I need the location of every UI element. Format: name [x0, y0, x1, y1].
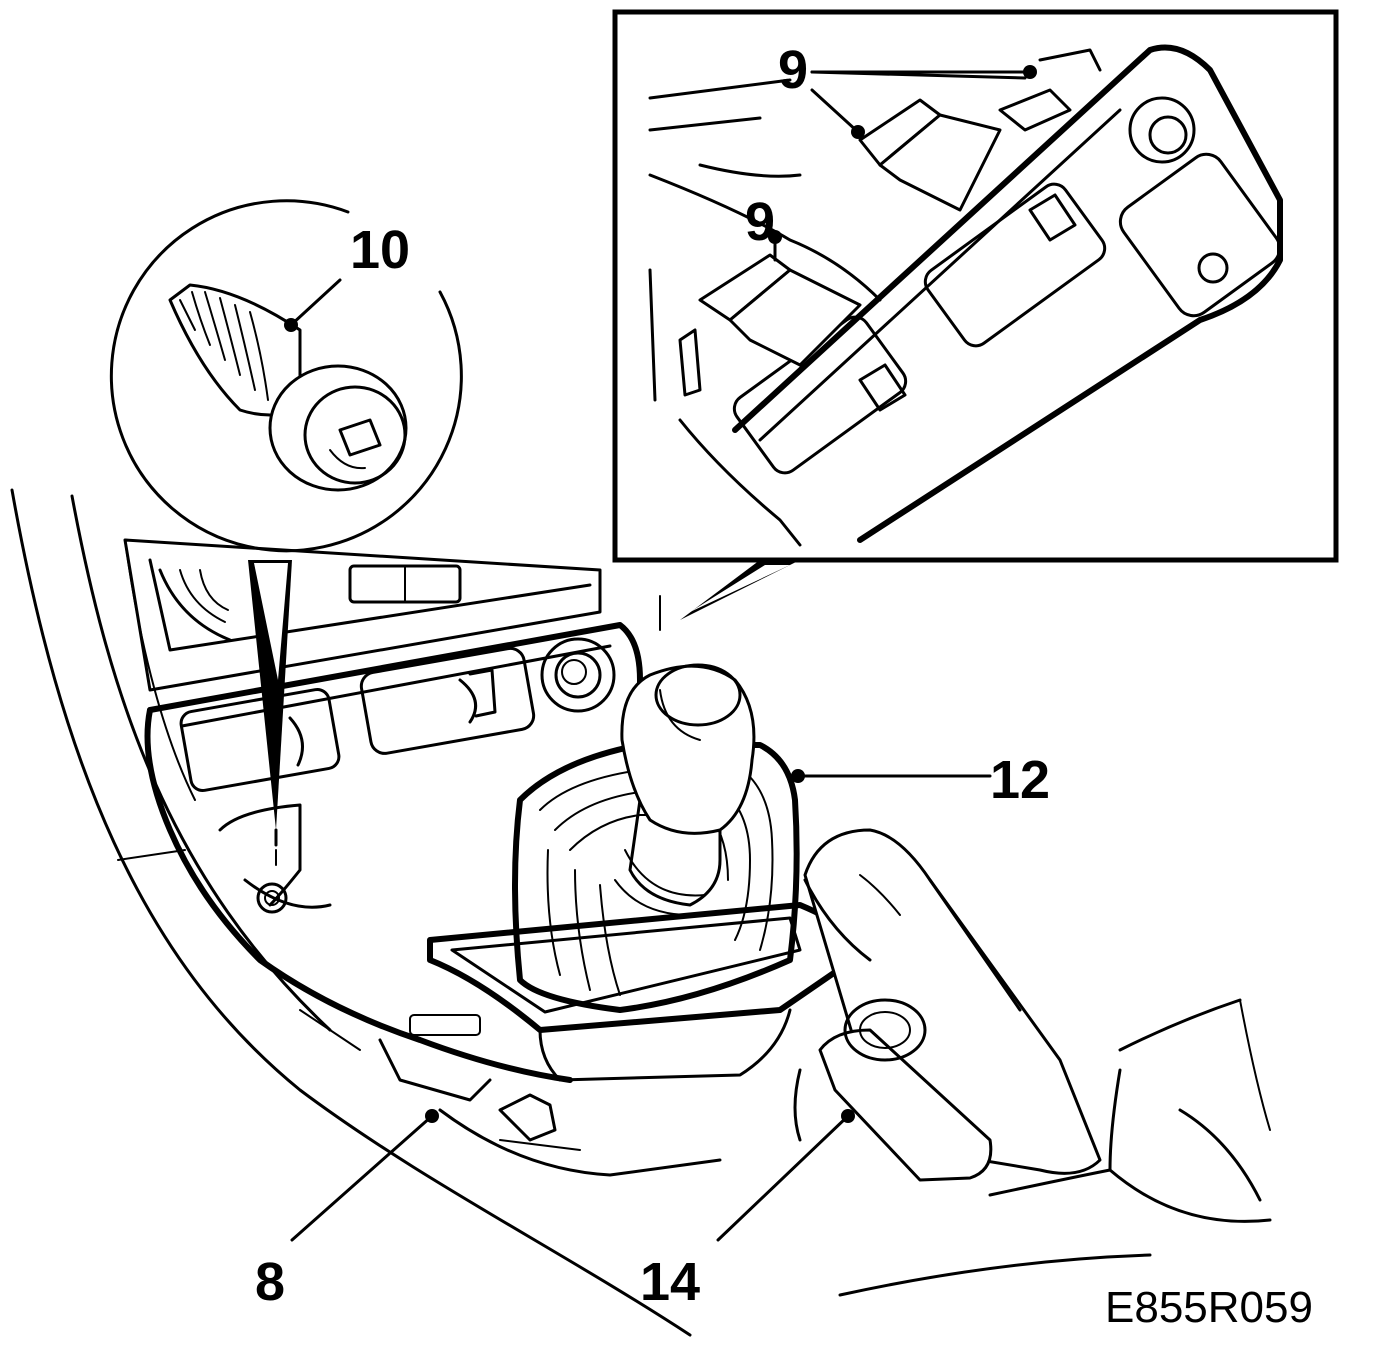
center-console-drawing [10, 488, 1272, 1337]
callout-12: 12 [990, 750, 1050, 810]
connector-inset [612, 9, 1339, 631]
screw-detail-bubble [109, 199, 463, 866]
figure-id-label: E855R059 [1105, 1283, 1313, 1332]
callout-14: 14 [640, 1252, 700, 1312]
leader-lines [290, 769, 992, 1242]
callout-9: 9 [778, 40, 808, 100]
callout-9-lower: 9 [745, 192, 775, 252]
callout-10: 10 [350, 220, 410, 280]
callout-8: 8 [255, 1252, 285, 1312]
